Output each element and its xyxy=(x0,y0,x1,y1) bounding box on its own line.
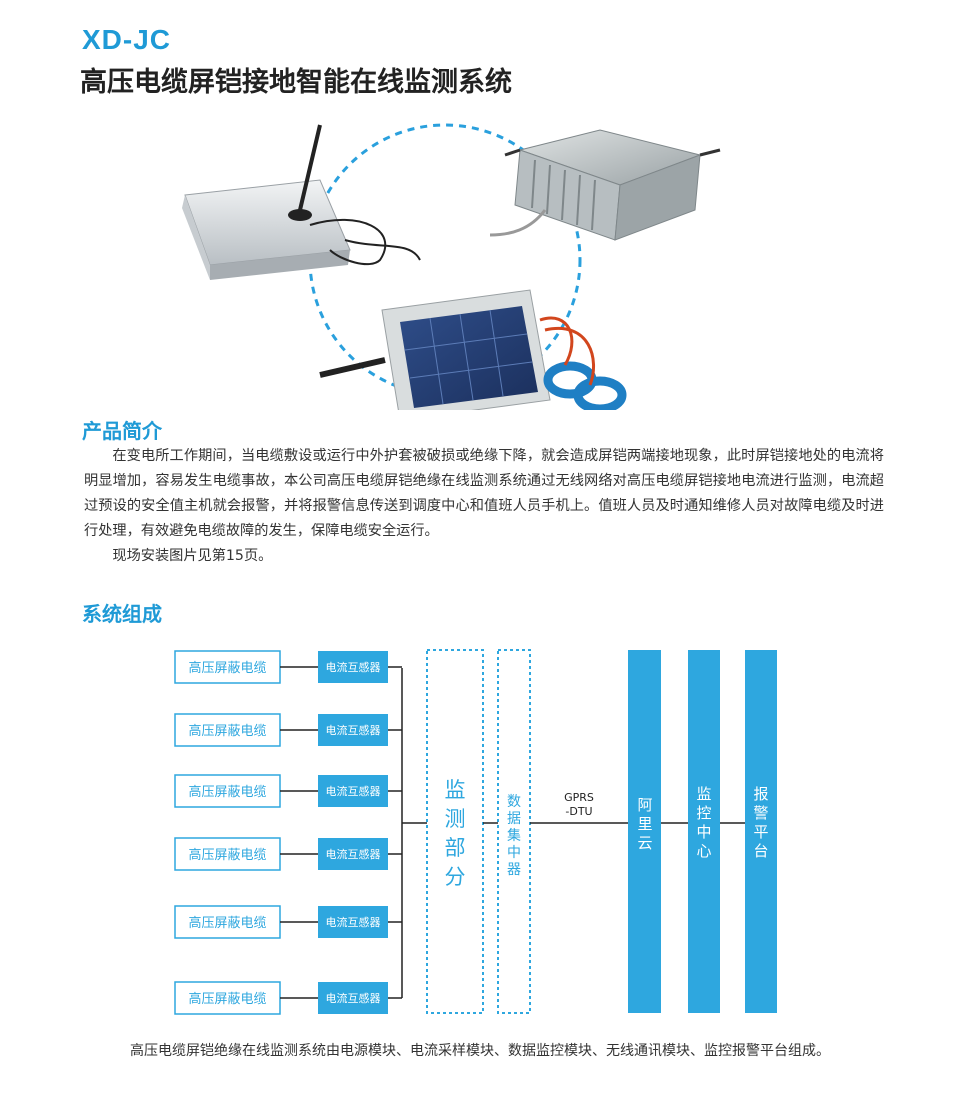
monitor-label-char: 监 xyxy=(445,778,466,802)
center-label-char: 监 xyxy=(696,785,711,803)
alarm-label-char: 报 xyxy=(753,785,768,803)
solar-collector-image xyxy=(319,289,627,410)
cloud-label-char: 里 xyxy=(637,815,652,833)
center-label-char: 中 xyxy=(696,823,711,841)
section-heading-intro: 产品简介 xyxy=(82,419,162,443)
cable-label: 高压屏蔽电缆 xyxy=(188,784,266,800)
alarm-column xyxy=(745,650,777,1013)
ct-box xyxy=(318,714,388,746)
ct-box xyxy=(318,651,388,683)
concentrator-label-char: 器 xyxy=(507,862,521,878)
ct-box xyxy=(318,982,388,1014)
alarm-label-char: 警 xyxy=(753,804,768,822)
ct-label: 电流互感器 xyxy=(326,660,381,674)
system-diagram: 高压屏蔽电缆电流互感器高压屏蔽电缆电流互感器高压屏蔽电缆电流互感器高压屏蔽电缆电… xyxy=(174,649,777,1015)
monitor-label-char: 分 xyxy=(445,865,466,889)
cable-label: 高压屏蔽电缆 xyxy=(188,723,266,739)
cloud-label-char: 阿 xyxy=(637,796,652,814)
cable-box xyxy=(174,905,281,939)
center-column xyxy=(688,650,720,1013)
section-heading-system: 系统组成 xyxy=(82,602,162,626)
ct-label: 电流互感器 xyxy=(326,723,381,737)
ct-label: 电流互感器 xyxy=(326,991,381,1005)
ct-label: 电流互感器 xyxy=(326,784,381,798)
concentrator-label-char: 中 xyxy=(507,845,521,861)
monitor-box xyxy=(426,649,484,1014)
concentrator-label: 数 据 集 中 器 xyxy=(507,794,521,878)
cable-box xyxy=(174,981,281,1015)
intro-text: 在变电所工作期间，当电缆敷设或运行中外护套被破损或绝缘下降，就会造成屏铠两端接地… xyxy=(84,444,884,569)
cloud-column xyxy=(628,650,661,1013)
monitor-label: 监 测 部 分 xyxy=(445,778,466,889)
intro-paragraph-2: 现场安装图片见第15页。 xyxy=(112,548,273,564)
gprs-label: GPRS xyxy=(564,791,594,804)
alarm-label-char: 平 xyxy=(753,823,768,841)
monitor-label-char: 部 xyxy=(445,836,466,860)
cable-box xyxy=(174,837,281,871)
center-label-char: 心 xyxy=(696,842,711,860)
ct-box xyxy=(318,906,388,938)
system-footer-text: 高压电缆屏铠绝缘在线监测系统由电源模块、电流采样模块、数据监控模块、无线通讯模块… xyxy=(130,1043,830,1059)
cable-label: 高压屏蔽电缆 xyxy=(188,915,266,931)
concentrator-box xyxy=(497,649,531,1014)
concentrator-label-char: 据 xyxy=(507,811,521,827)
alarm-label-char: 台 xyxy=(753,842,768,860)
center-label-char: 控 xyxy=(696,804,711,822)
ct-box xyxy=(318,775,388,807)
intro-paragraph-1: 在变电所工作期间，当电缆敷设或运行中外护套被破损或绝缘下降，就会造成屏铠两端接地… xyxy=(84,448,884,539)
dtu-label: -DTU xyxy=(565,805,592,818)
concentrator-image xyxy=(489,129,721,241)
concentrator-label-char: 数 xyxy=(507,794,521,810)
cable-label: 高压屏蔽电缆 xyxy=(188,991,266,1007)
cable-box xyxy=(174,713,281,747)
cable-label: 高压屏蔽电缆 xyxy=(188,847,266,863)
concentrator-label-char: 集 xyxy=(507,827,521,844)
cable-label: 高压屏蔽电缆 xyxy=(188,660,266,676)
ct-label: 电流互感器 xyxy=(326,915,381,929)
host-unit-image xyxy=(182,124,421,280)
cloud-label-char: 云 xyxy=(637,834,652,852)
product-photos xyxy=(182,123,721,410)
ct-label: 电流互感器 xyxy=(326,847,381,861)
page-title: 高压电缆屏铠接地智能在线监测系统 xyxy=(80,67,512,98)
ct-box xyxy=(318,838,388,870)
product-model: XD-JC xyxy=(82,24,172,55)
monitor-label-char: 测 xyxy=(445,807,466,831)
